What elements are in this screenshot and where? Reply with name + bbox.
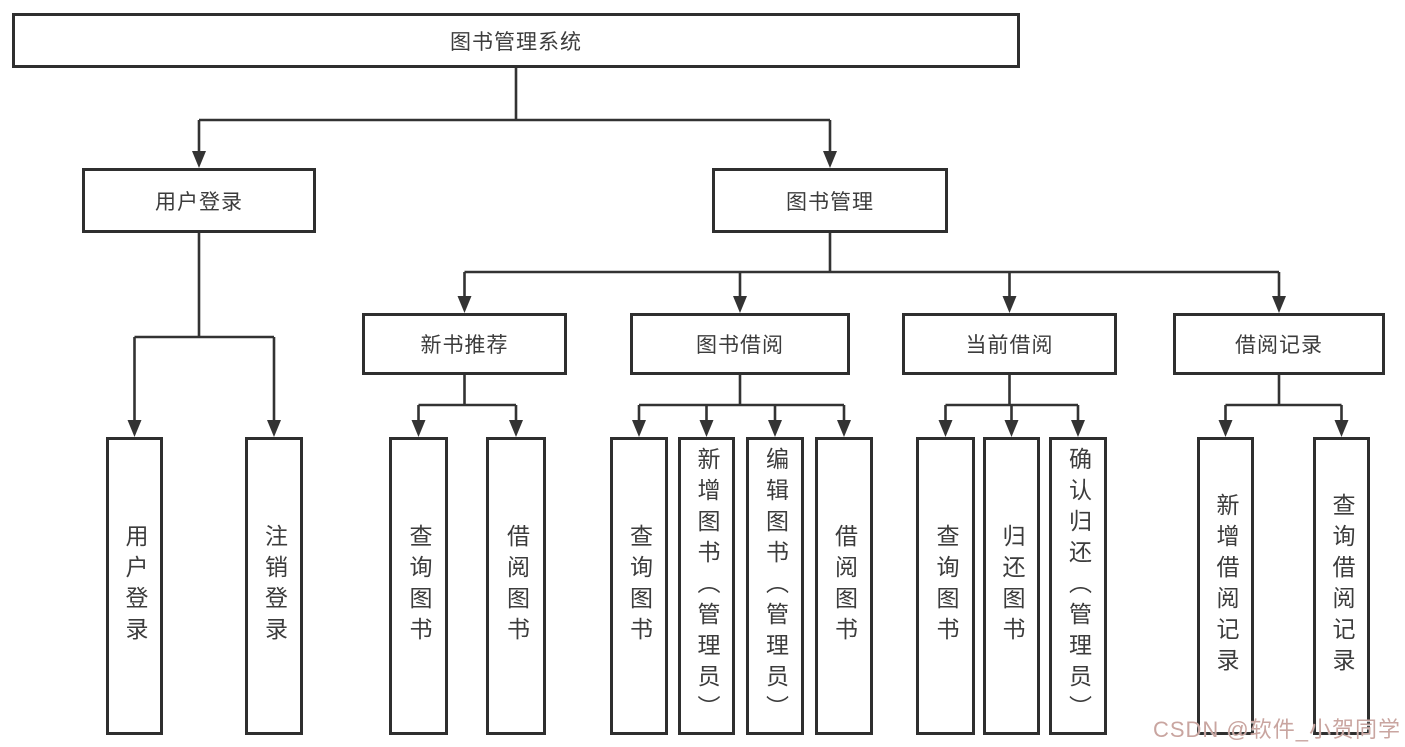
leaf-newbook-borrow-label: 借阅图书 (503, 524, 530, 648)
leaf-borrow-add: 新增图书（管理员） (678, 437, 735, 735)
arrow-down-icon (823, 151, 837, 168)
leaf-newbook-query-label: 查询图书 (406, 524, 432, 648)
node-borrow-records-label: 借阅记录 (1235, 334, 1323, 357)
leaf-user-login: 用户登录 (106, 437, 163, 735)
arrow-down-icon (699, 420, 714, 437)
node-book-borrow: 图书借阅 (630, 313, 850, 375)
arrowheads (127, 151, 1349, 437)
node-user-login-label: 用户登录 (155, 190, 243, 214)
csdn-watermark: CSDN @软件_小贺同学 (1152, 717, 1401, 742)
arrow-down-icon (1272, 296, 1286, 313)
leaf-user-login-label: 用户登录 (122, 524, 148, 648)
arrow-down-icon (411, 420, 426, 437)
node-new-book-recommend: 新书推荐 (362, 313, 567, 375)
node-book-borrow-label: 图书借阅 (696, 334, 784, 357)
arrow-down-icon (1071, 420, 1085, 437)
leaf-current-confirm: 确认归还（管理员） (1049, 437, 1107, 735)
arrow-down-icon (1002, 296, 1017, 313)
leaf-logout: 注销登录 (245, 437, 303, 735)
node-user-login: 用户登录 (82, 168, 316, 233)
leaf-newbook-query: 查询图书 (389, 437, 448, 735)
leaf-borrow-borrow-label: 借阅图书 (831, 524, 858, 648)
leaf-logout-label: 注销登录 (261, 524, 288, 648)
leaf-record-query: 查询借阅记录 (1313, 437, 1370, 735)
arrow-down-icon (768, 420, 782, 437)
leaf-current-return: 归还图书 (983, 437, 1040, 735)
node-root-label: 图书管理系统 (450, 30, 582, 54)
leaf-borrow-edit: 编辑图书（管理员） (746, 437, 804, 735)
arrow-down-icon (127, 420, 142, 437)
arrow-down-icon (457, 296, 472, 313)
arrow-down-icon (1218, 420, 1233, 437)
arrow-down-icon (509, 420, 523, 437)
node-root: 图书管理系统 (12, 13, 1020, 68)
leaf-borrow-borrow: 借阅图书 (815, 437, 873, 735)
leaf-current-return-label: 归还图书 (999, 524, 1025, 648)
arrow-down-icon (733, 296, 747, 313)
arrow-down-icon (1334, 420, 1349, 437)
leaf-current-query: 查询图书 (916, 437, 975, 735)
leaf-current-confirm-label: 确认归还（管理员） (1065, 446, 1092, 726)
leaf-record-query-label: 查询借阅记录 (1329, 493, 1355, 679)
leaf-borrow-query-label: 查询图书 (626, 524, 653, 648)
leaf-record-add: 新增借阅记录 (1197, 437, 1254, 735)
leaf-borrow-edit-label: 编辑图书（管理员） (762, 446, 789, 726)
node-book-management: 图书管理 (712, 168, 948, 233)
connector-lines (133, 68, 1343, 422)
node-book-management-label: 图书管理 (786, 190, 874, 214)
arrow-down-icon (632, 420, 646, 437)
arrow-down-icon (938, 420, 953, 437)
leaf-newbook-borrow: 借阅图书 (486, 437, 546, 735)
leaf-borrow-add-label: 新增图书（管理员） (694, 446, 720, 726)
arrow-down-icon (267, 420, 281, 437)
arrow-down-icon (1004, 420, 1019, 437)
leaf-borrow-query: 查询图书 (610, 437, 668, 735)
leaf-current-query-label: 查询图书 (933, 524, 959, 648)
node-borrow-records: 借阅记录 (1173, 313, 1385, 375)
arrow-down-icon (837, 420, 851, 437)
node-new-book-recommend-label: 新书推荐 (420, 334, 509, 357)
leaf-record-add-label: 新增借阅记录 (1213, 493, 1239, 679)
node-current-borrow: 当前借阅 (902, 313, 1117, 375)
node-current-borrow-label: 当前借阅 (965, 334, 1054, 357)
arrow-down-icon (192, 151, 206, 168)
